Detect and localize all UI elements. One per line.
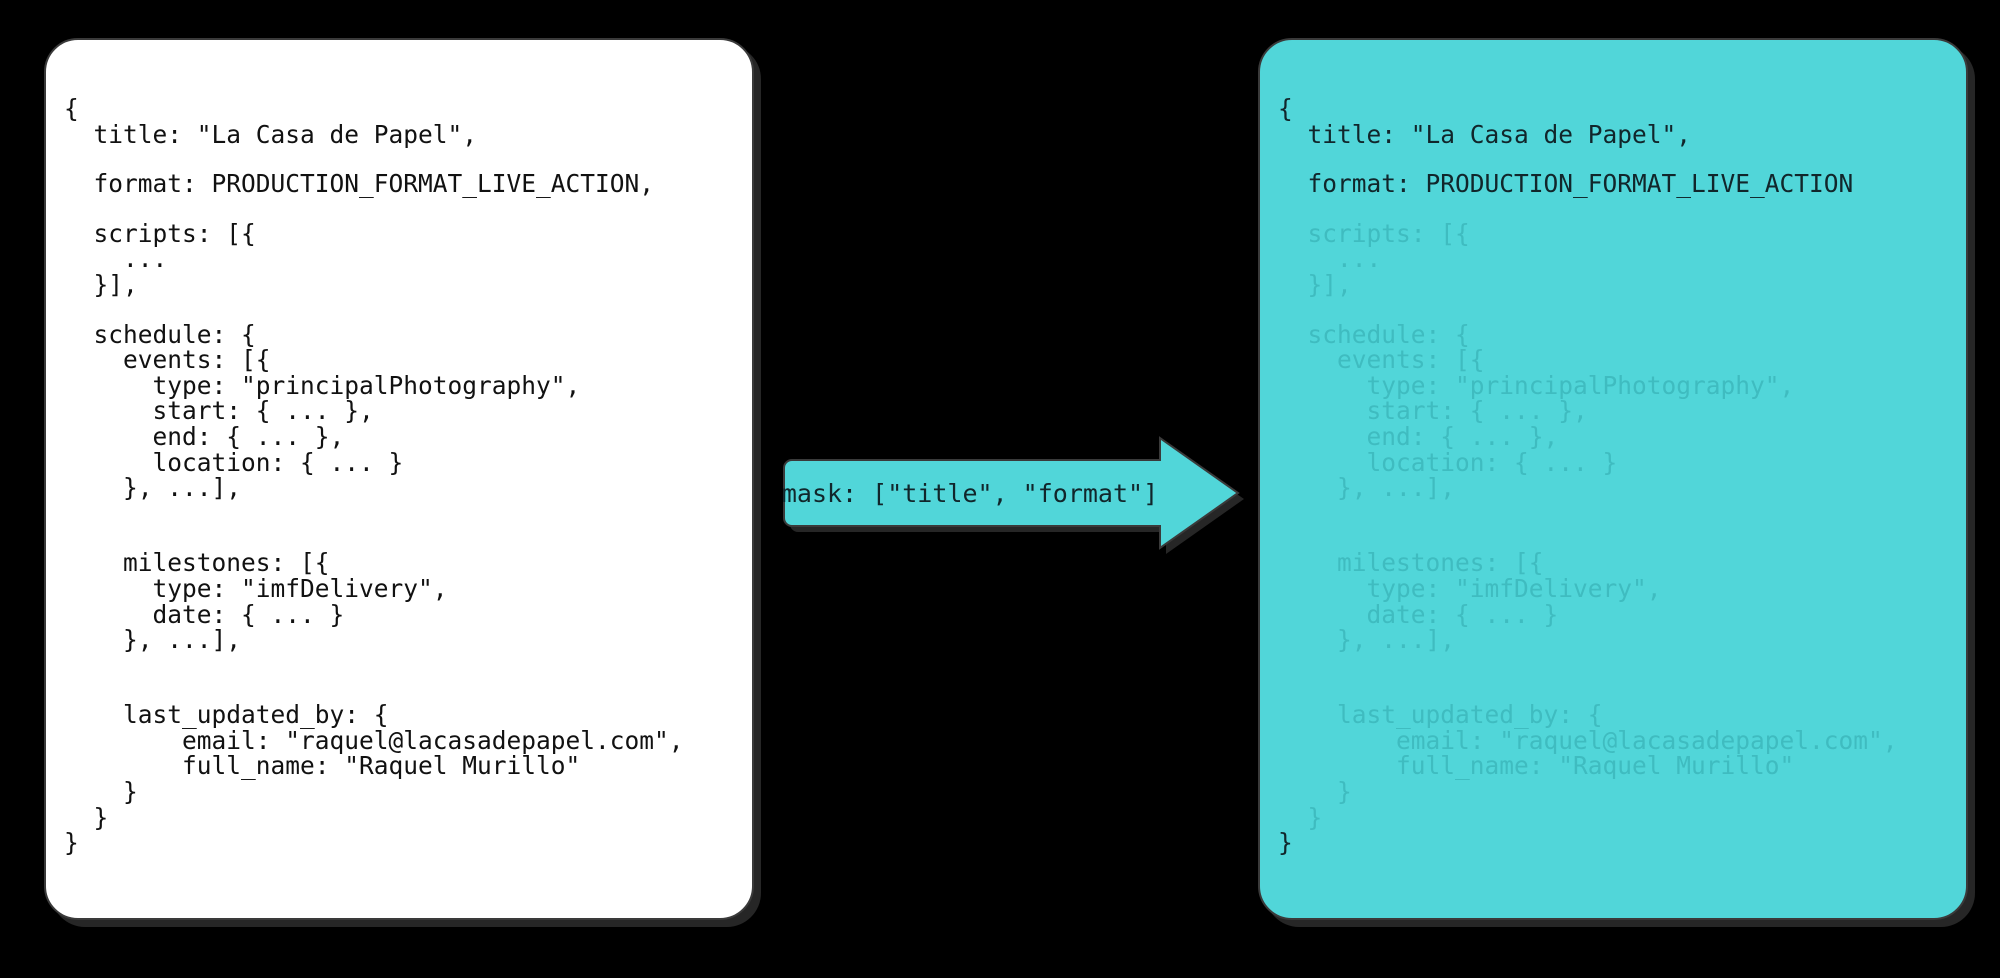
code-line: scripts: [{ [64, 218, 256, 248]
code-line: type: "principalPhotography", [64, 370, 581, 400]
code-line: email: "raquel@lacasadepapel.com", [1278, 725, 1898, 755]
code-line: location: { ... } [1278, 447, 1618, 477]
mask-arrow: mask: ["title", "format"] [770, 432, 1244, 554]
code-line: } [1278, 777, 1352, 807]
code-line: start: { ... }, [1278, 396, 1588, 426]
code-line: full_name: "Raquel Murillo" [64, 751, 581, 781]
code-line [64, 653, 684, 679]
code-line: ... [64, 244, 168, 274]
code-line: } [64, 828, 79, 858]
code-line: } [64, 777, 138, 807]
code-line: ... [1278, 244, 1382, 274]
code-line [1278, 501, 1898, 527]
code-line: }, ...], [1278, 625, 1456, 655]
masked-resource-code: { title: "La Casa de Papel", format: PRO… [1260, 40, 1898, 856]
code-line: location: { ... } [64, 447, 404, 477]
code-line: events: [{ [1278, 345, 1485, 375]
code-line: title: "La Casa de Papel", [64, 119, 478, 149]
masked-resource-card: { title: "La Casa de Papel", format: PRO… [1258, 38, 1968, 920]
code-line [1278, 653, 1898, 679]
code-line [64, 501, 684, 527]
code-line: }, ...], [64, 625, 242, 655]
code-line: } [1278, 828, 1293, 858]
code-line: end: { ... }, [1278, 421, 1559, 451]
code-line: last_updated_by: { [64, 700, 389, 730]
source-resource-code: { title: "La Casa de Papel", format: PRO… [46, 40, 684, 856]
code-line: milestones: [{ [64, 548, 330, 578]
code-line: title: "La Casa de Papel", [1278, 119, 1692, 149]
code-line: { [1278, 94, 1293, 123]
code-line: full_name: "Raquel Murillo" [1278, 751, 1795, 781]
code-line: }, ...], [1278, 473, 1456, 503]
code-line: }, ...], [64, 473, 242, 503]
arrow-body [783, 436, 1240, 550]
code-line: }], [1278, 269, 1352, 299]
code-line: type: "principalPhotography", [1278, 370, 1795, 400]
code-line: format: PRODUCTION_FORMAT_LIVE_ACTION, [64, 169, 655, 199]
code-line: } [1278, 802, 1323, 832]
code-line: last_updated_by: { [1278, 700, 1603, 730]
code-line: schedule: { [64, 319, 256, 349]
source-resource-card: { title: "La Casa de Papel", format: PRO… [44, 38, 754, 920]
code-line: email: "raquel@lacasadepapel.com", [64, 725, 684, 755]
code-line: scripts: [{ [1278, 218, 1470, 248]
code-line: start: { ... }, [64, 396, 374, 426]
code-line: end: { ... }, [64, 421, 345, 451]
code-line: milestones: [{ [1278, 548, 1544, 578]
code-line: date: { ... } [1278, 599, 1559, 629]
code-line: { [64, 94, 79, 123]
code-line: date: { ... } [64, 599, 345, 629]
code-line: events: [{ [64, 345, 271, 375]
code-line: type: "imfDelivery", [64, 573, 448, 603]
code-line: schedule: { [1278, 319, 1470, 349]
code-line: } [64, 802, 109, 832]
code-line: }], [64, 269, 138, 299]
code-line: format: PRODUCTION_FORMAT_LIVE_ACTION [1278, 169, 1854, 199]
code-line: type: "imfDelivery", [1278, 573, 1662, 603]
